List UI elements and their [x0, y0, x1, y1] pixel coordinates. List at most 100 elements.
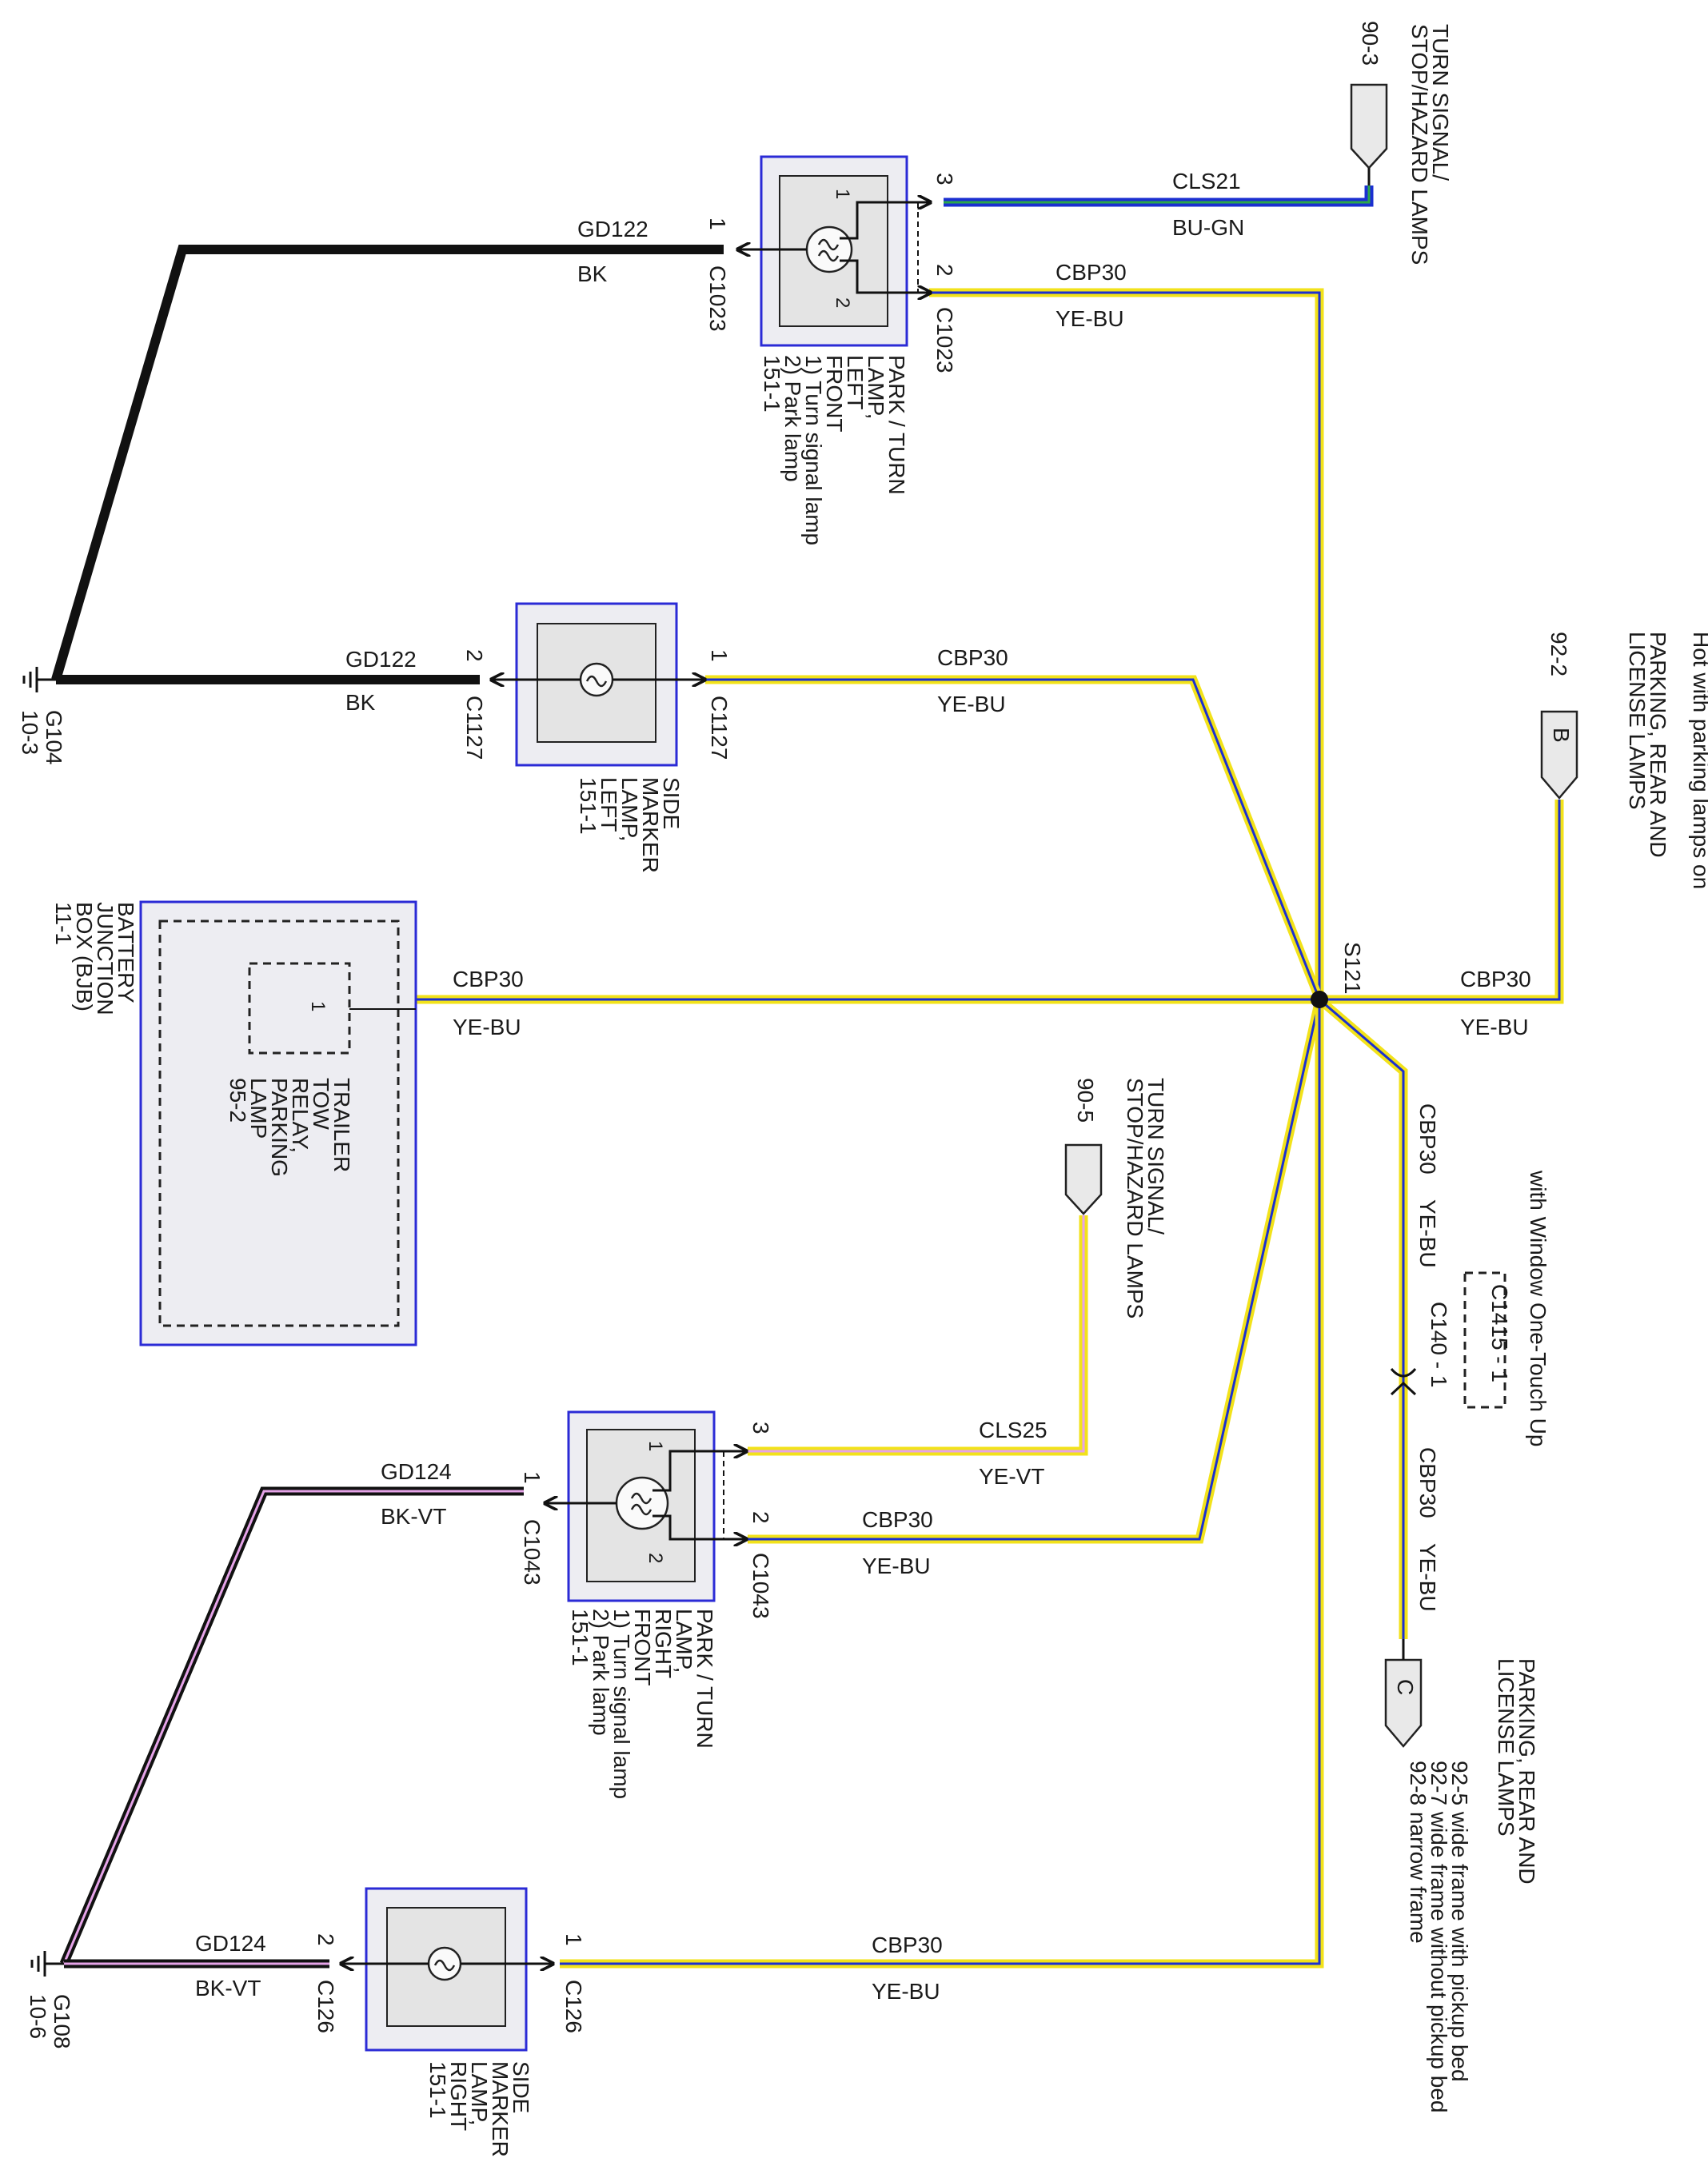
ref-turn-signal-top [1350, 83, 1388, 185]
right-park-pin-2: 2 [748, 1511, 773, 1524]
right-park-label-5: 2) Park lamp [589, 1609, 613, 1736]
wire-label-gd124-top: GD124 [381, 1459, 452, 1484]
right-side-pin-2: 2 [313, 1933, 338, 1946]
wire-label-cbp30-c-upper: CBP30 [1415, 1103, 1440, 1175]
park-turn-lamp-left-front [739, 155, 929, 347]
left-side-label-2: LAMP, [617, 777, 642, 841]
bjb-label-0: BATTERY [114, 902, 138, 1003]
wire-color-bugn: BU-GN [1172, 215, 1244, 240]
left-park-label-2: LEFT [843, 355, 868, 409]
right-side-label-4: 151-1 [425, 2061, 450, 2119]
wire-cbp30-right-side-marker [560, 999, 1324, 1969]
ref-top-page: 90-3 [1358, 21, 1383, 66]
splice-s121 [1311, 991, 1328, 1008]
wire-cls25 [748, 1215, 1088, 1456]
wire-gd124-top [59, 1486, 524, 1966]
connector-c1415-box [1463, 1271, 1506, 1409]
connector-c1043-right: C1043 [748, 1553, 773, 1619]
wire-color-yebu-c-upper: YE-BU [1415, 1199, 1440, 1268]
wire-label-gd124-side: GD124 [195, 1931, 266, 1956]
ref-b-connector [1540, 710, 1578, 800]
wire-color-yebu-b: YE-BU [1460, 1015, 1529, 1039]
park-turn-lamp-right-front [546, 1410, 745, 1602]
ground-g104-page: 10-3 [18, 710, 42, 755]
ground-g108-page: 10-6 [26, 1994, 50, 2039]
left-side-pin-1: 1 [707, 649, 732, 662]
left-side-pin-2: 2 [462, 649, 487, 662]
left-side-label-1: MARKER [638, 777, 663, 873]
right-park-label-1: LAMP, [672, 1609, 696, 1673]
right-park-label-3: FRONT [630, 1609, 655, 1685]
left-park-label-6: 151-1 [760, 355, 784, 413]
left-side-label-3: LEFT [597, 777, 621, 832]
left-side-label-0: SIDE [659, 777, 684, 829]
connector-c140-label: C140 - 1 [1427, 1302, 1451, 1387]
wire-cbp30-right-park [748, 998, 1324, 1544]
connector-c1127-right: C1127 [707, 696, 732, 760]
wire-label-cbp30-b: CBP30 [1460, 967, 1531, 991]
wire-color-yebu-bjb: YE-BU [453, 1015, 521, 1039]
wire-label-cbp30-side: CBP30 [937, 645, 1008, 670]
right-park-label-6: 151-1 [568, 1609, 593, 1666]
wire-label-cls21: CLS21 [1172, 169, 1241, 193]
right-side-label-1: MARKER [488, 2061, 513, 2157]
wire-color-yebu-rside: YE-BU [872, 1979, 940, 2004]
left-park-pin-1: 1 [705, 217, 730, 230]
ref-c-ref-2: 92-8 narrow frame [1406, 1761, 1431, 1944]
relay-label-3: PARKING [267, 1078, 292, 1177]
battery-junction-box [139, 900, 417, 1346]
relay-label-1: TOW [309, 1078, 333, 1130]
ground-g108-name: G108 [50, 1994, 74, 2049]
ref-c-connector [1384, 1639, 1423, 1748]
ref-top-line-0: TURN SIGNAL/ [1428, 24, 1453, 181]
wire-label-cbp30-c-lower: CBP30 [1415, 1447, 1440, 1518]
wire-color-yebu-c-lower: YE-BU [1415, 1543, 1440, 1612]
ground-g104-name: G104 [42, 710, 66, 765]
wire-color-bk-top: BK [577, 261, 608, 286]
connector-c1415-label: C1415 - 1 [1487, 1284, 1512, 1382]
bjb-relay-pin-1: 1 [307, 1001, 329, 1011]
ref-b-note: Hot with parking lamps on [1689, 632, 1708, 889]
connector-c1023-right: C1023 [932, 307, 957, 373]
ref-c-ref-1: 92-7 wide frame without pickup bed [1427, 1761, 1451, 2112]
right-park-label-2: RIGHT [651, 1609, 676, 1678]
right-side-label-0: SIDE [509, 2061, 533, 2113]
left-park-label-5: 2) Park lamp [780, 355, 805, 482]
left-park-label-3: FRONT [822, 355, 847, 432]
wire-cbp30-left-side-marker [705, 675, 1324, 1002]
wire-color-yebu-rpark: YE-BU [862, 1554, 931, 1578]
ref-c-line-0: PARKING, REAR AND [1514, 1658, 1539, 1885]
wire-cbp30-ref-b [1319, 800, 1564, 1004]
ref-b-page: 92-2 [1546, 632, 1571, 676]
ref-b-line-1: LICENSE LAMPS [1625, 632, 1650, 810]
right-park-pin-1-internal: 1 [644, 1441, 666, 1451]
wire-color-yebu-top: YE-BU [1056, 306, 1124, 331]
wire-color-bkvt-side: BK-VT [195, 1976, 261, 2000]
bjb-label-2: BOX (BJB) [72, 902, 97, 1011]
left-park-label-1: LAMP, [864, 355, 888, 419]
right-side-label-3: RIGHT [446, 2061, 471, 2131]
wire-label-cbp30-rpark: CBP30 [862, 1507, 933, 1532]
ref-c-ref-0: 92-5 wide frame with pickup bed [1447, 1761, 1472, 2082]
connector-c126-left: C126 [313, 1980, 338, 2033]
ref-mid-line-1: STOP/HAZARD LAMPS [1123, 1078, 1147, 1318]
side-marker-lamp-left [493, 602, 704, 767]
relay-label-5: 95-2 [225, 1078, 250, 1123]
right-park-pin-1: 1 [520, 1471, 545, 1484]
connector-c126-right: C126 [561, 1980, 586, 2033]
inline-connector-c140 [1390, 1368, 1417, 1396]
right-park-pin-2-internal: 2 [644, 1553, 666, 1563]
left-side-label-4: 151-1 [576, 777, 601, 835]
bjb-label-3: 11-1 [51, 902, 76, 945]
ref-c-line-1: LICENSE LAMPS [1494, 1658, 1518, 1837]
relay-label-4: LAMP [246, 1078, 271, 1139]
left-park-pin-1-internal: 1 [832, 189, 853, 199]
ground-symbol-g104 [22, 667, 56, 692]
right-park-label-0: PARK / TURN [692, 1609, 717, 1749]
ref-mid-line-0: TURN SIGNAL/ [1143, 1078, 1168, 1235]
wire-label-cbp30-rside: CBP30 [872, 1933, 943, 1957]
wire-gd122-top [51, 245, 724, 681]
wire-cbp30-ref-c [1316, 995, 1408, 1639]
wire-color-yebu-side: YE-BU [937, 692, 1006, 716]
